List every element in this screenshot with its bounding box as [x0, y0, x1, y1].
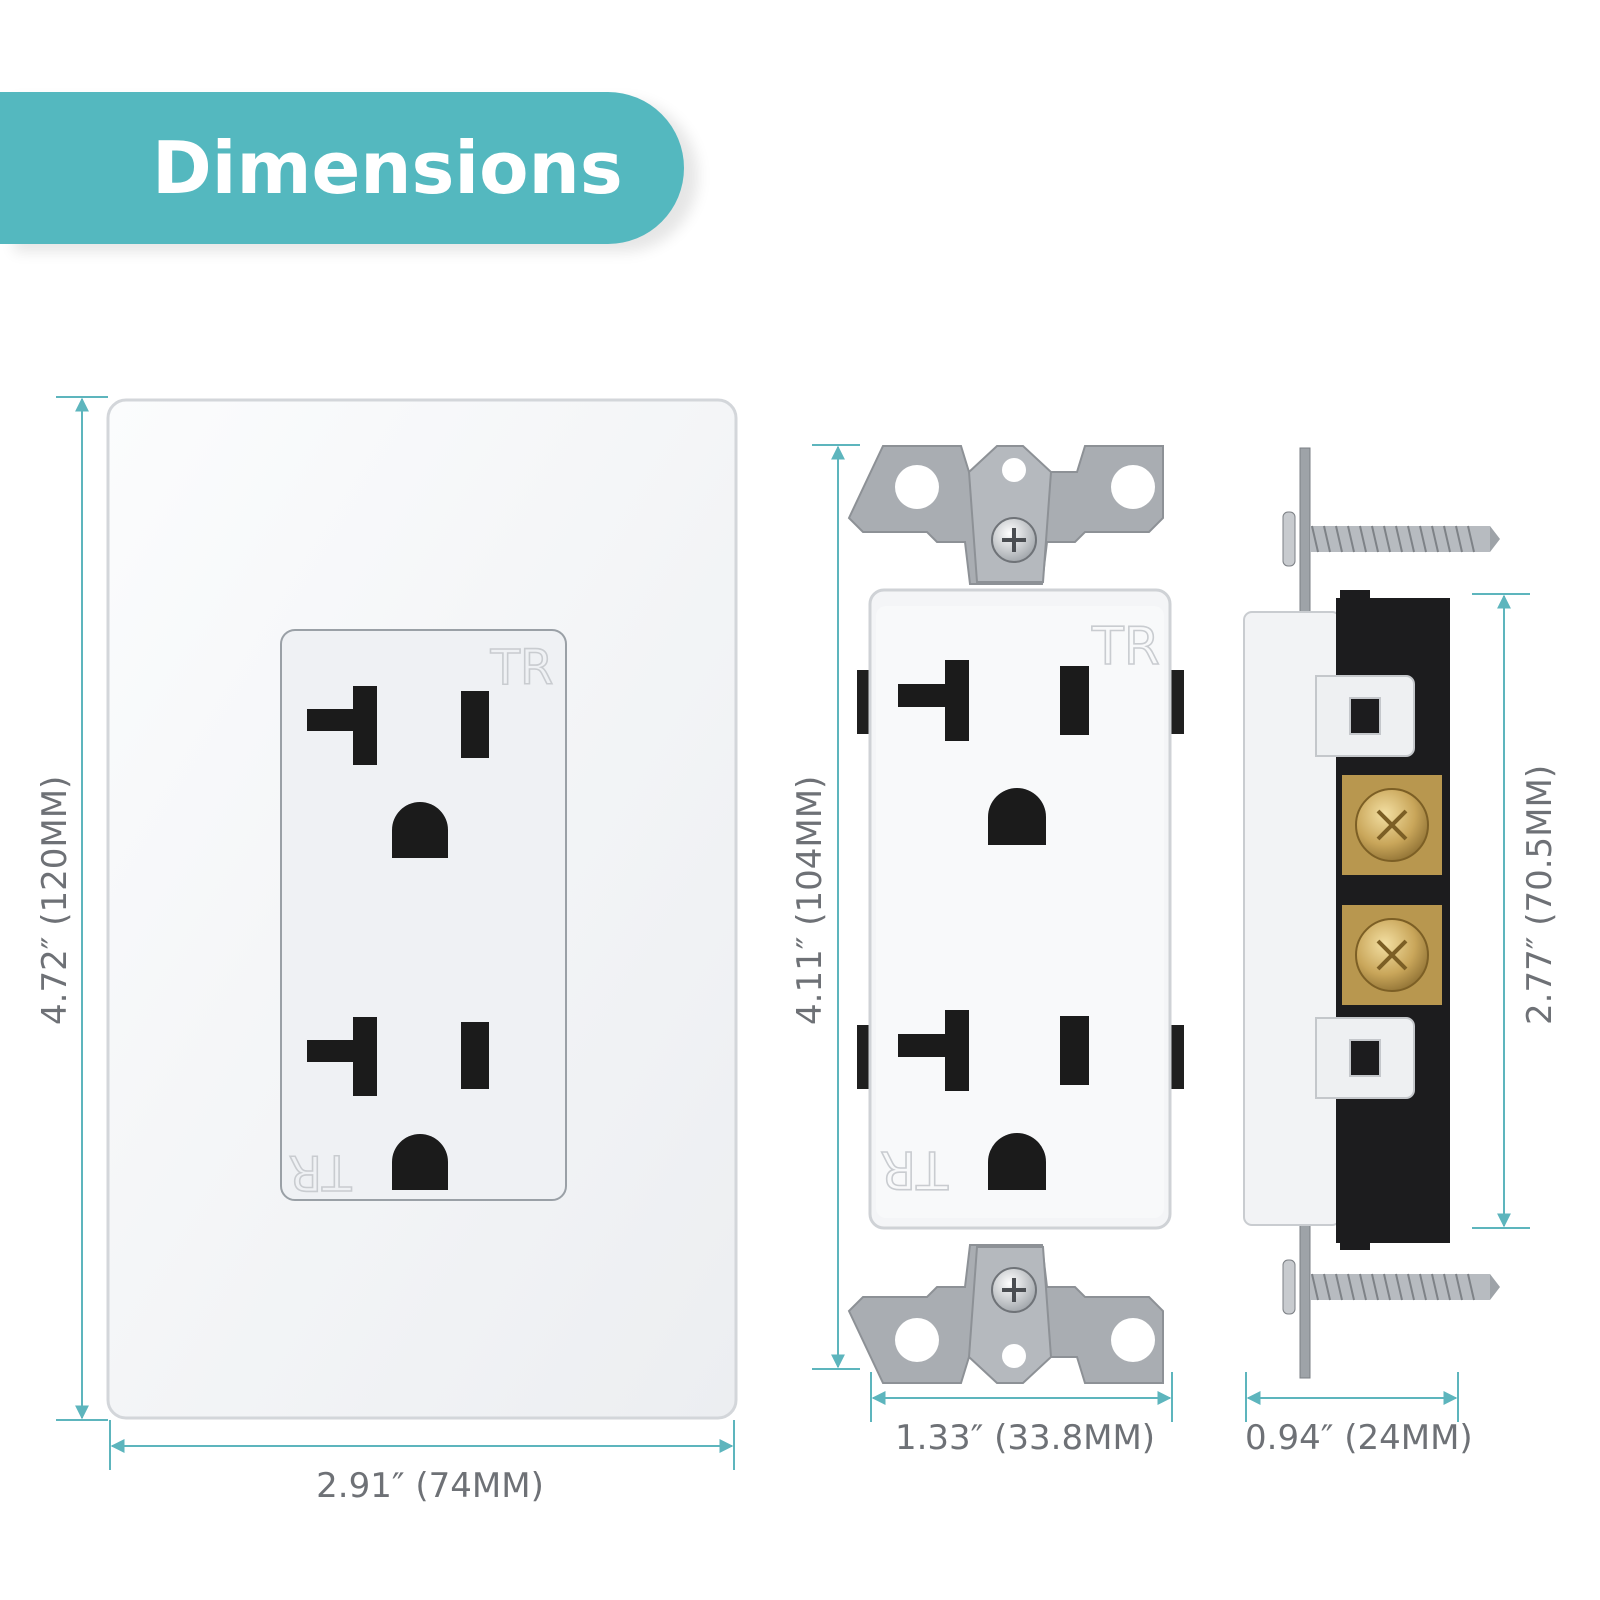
outlet-lower-receptacle — [898, 1010, 1089, 1190]
side-height-label: 2.77″ (70.5MM) — [1520, 764, 1560, 1025]
tr-mark: TR — [490, 640, 554, 696]
outlet-upper-receptacle — [898, 660, 1089, 845]
page-title: Dimensions — [152, 126, 623, 210]
plate-lower-receptacle — [307, 1017, 489, 1190]
outlet-height-dimension — [812, 444, 860, 1370]
tr-mark: TR — [1091, 617, 1160, 677]
side-depth-dimension — [1245, 1372, 1459, 1422]
tr-mark-rotated: TR — [880, 1139, 949, 1199]
side-top-screw-icon — [1282, 511, 1500, 567]
side-bottom-screw-icon — [1282, 1259, 1500, 1315]
plate-upper-receptacle — [307, 686, 489, 858]
outlet-width-dimension — [870, 1372, 1173, 1422]
plate-height-dimension — [56, 396, 108, 1421]
plate-width-dimension — [109, 1420, 735, 1470]
side-depth-label: 0.94″ (24MM) — [1245, 1418, 1473, 1458]
outlet-front: TR TR — [847, 445, 1184, 1384]
tr-mark-rotated: TR — [289, 1144, 353, 1200]
outlet-width-label: 1.33″ (33.8MM) — [894, 1418, 1156, 1458]
outlet-side-view — [1243, 447, 1500, 1379]
plate-width-label: 2.91″ (74MM) — [316, 1466, 544, 1506]
top-mounting-strap — [847, 445, 1164, 585]
wall-plate: TR TR — [106, 398, 738, 1420]
side-height-dimension — [1472, 593, 1530, 1229]
bottom-mounting-strap — [847, 1244, 1164, 1384]
plate-height-label: 4.72″ (120MM) — [35, 775, 75, 1025]
title-banner — [0, 92, 684, 244]
outlet-height-label: 4.11″ (104MM) — [790, 775, 830, 1025]
